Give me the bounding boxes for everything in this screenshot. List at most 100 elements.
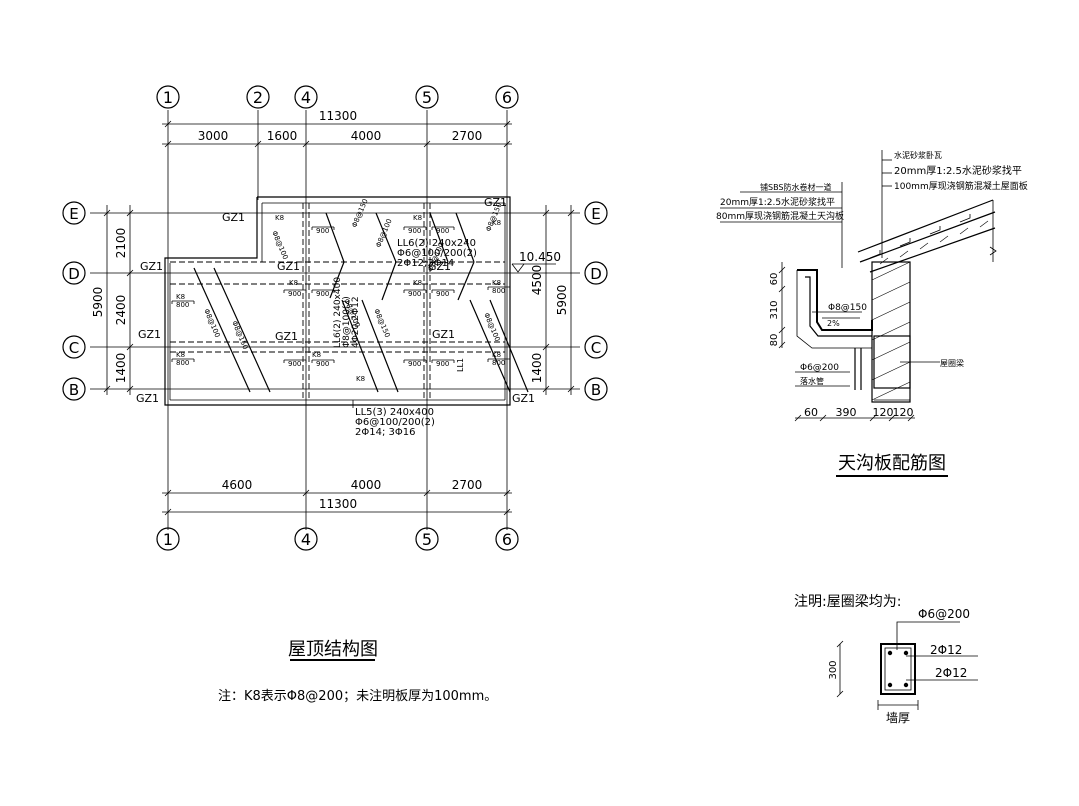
axis-label-c-left: C [69, 339, 79, 357]
roof-slope [857, 199, 997, 273]
axis-label-5-bottom: 5 [422, 530, 432, 549]
axis-label-e-left: E [69, 205, 78, 223]
diagonal-beams [193, 212, 529, 393]
column-label: GZ1 [432, 328, 455, 341]
dim-left-overall: 5900 [91, 287, 105, 318]
k8-marker: K8 [176, 293, 185, 301]
len-marker: 900 [288, 290, 301, 298]
beam-callout-ll5: LL5(3) 240x400 Φ6@100/200(2) 2Φ14; 3Φ16 [352, 400, 435, 438]
len-marker: 900 [408, 227, 421, 235]
gutter-bottom-dims: 60 390 120 120 [794, 406, 915, 422]
dim-right-2: 1400 [530, 353, 544, 384]
layer-callouts-top: 水泥砂浆卧瓦 20mm厚1:2.5水泥砂浆找平 100mm厚现浇钢筋混凝土屋面板 [881, 150, 1028, 258]
axis-label-b-right: B [591, 381, 601, 399]
layer-callouts-left: 铺SBS防水卷材一道 20mm厚1:2.5水泥砂浆找平 80mm厚现浇钢筋混凝土… [716, 182, 844, 268]
axis-label-e-right: E [591, 205, 600, 223]
len-marker: 800 [176, 359, 189, 367]
dim-top-2: 1600 [267, 129, 298, 143]
column-label: GZ1 [277, 260, 300, 273]
ll5-line-1: LL5(3) 240x400 [355, 407, 434, 418]
len-marker: 900 [408, 290, 421, 298]
elevation-value: 10.450 [519, 250, 561, 264]
bottom-dimensions: 4600 4000 2700 11300 [162, 478, 512, 516]
ll5-line-2: Φ6@100/200(2) [355, 417, 435, 428]
dim-top-1: 3000 [198, 129, 229, 143]
dim-left-1: 2100 [114, 228, 128, 259]
k8-marker: K8 [289, 279, 298, 287]
ll6-line-3: 2Φ12;3Φ14 [397, 258, 454, 269]
axis-label-1-top: 1 [163, 88, 173, 107]
axis-label-6-top: 6 [502, 88, 512, 107]
k8-marker: K8 [492, 219, 501, 227]
ll5-line-3: 2Φ14; 3Φ16 [355, 427, 415, 438]
drain-label: 落水管 [800, 376, 824, 386]
beam-callout-ll6: LL6(2) 240x240 Φ6@100/200(2) 2Φ12;3Φ14 [397, 238, 477, 269]
slab-rebar-markers: K8 900 K8 900 900 K8 K8 800 K8 900 900 K… [176, 214, 505, 383]
dim-left-2: 2400 [114, 295, 128, 326]
column-label: GZ1 [138, 328, 161, 341]
dim-bottom-3: 2700 [452, 478, 483, 492]
k8-marker: K8 [176, 351, 185, 359]
k8-marker: K8 [492, 351, 501, 359]
axis-bubbles-bottom: 1 4 5 6 [156, 527, 519, 551]
dim-left-3: 1400 [114, 353, 128, 384]
len-marker: 800 [492, 287, 505, 295]
len-marker: 900 [436, 227, 449, 235]
axis-label-b-left: B [69, 381, 79, 399]
layer-left-2: 20mm厚1:2.5水泥砂浆找平 [720, 196, 835, 208]
column-label: GZ1 [140, 260, 163, 273]
column-label: GZ1 [275, 330, 298, 343]
roof-plan: 1 2 4 5 6 1 4 5 6 E D C B E D C B [62, 85, 608, 704]
column-label: GZ1 [428, 260, 451, 273]
axis-bubbles-top: 1 2 4 5 6 [156, 85, 519, 109]
len-marker: 800 [176, 301, 189, 309]
beam-top-bars: 2Φ12 [930, 643, 962, 657]
ll6-line-1: LL6(2) 240x240 [397, 238, 476, 249]
gutter-dim-80: 80 [769, 334, 780, 347]
bar-label-2: Φ8@150 [230, 320, 249, 351]
k8-marker: K8 [312, 351, 321, 359]
ll6-line-2: Φ6@100/200(2) [397, 248, 477, 259]
slab-outline [164, 196, 511, 406]
gutter-dim-60: 60 [769, 273, 780, 286]
elevation-mark: 10.450 [511, 250, 561, 273]
dim-bottom-overall: 11300 [319, 497, 357, 511]
column-label: GZ1 [136, 392, 159, 405]
len-marker: 800 [492, 359, 505, 367]
right-dimensions: 4500 1400 5900 [530, 205, 575, 395]
len-marker: 900 [316, 227, 329, 235]
axis-label-c-right: C [591, 339, 601, 357]
dim-top-4: 2700 [452, 129, 483, 143]
gutter-dim-310: 310 [769, 300, 780, 319]
gutter-bar-bottom: Φ6@200 [800, 363, 839, 373]
beam-width-label: 墙厚 [886, 711, 910, 725]
len-marker: 900 [408, 360, 421, 368]
k8-marker: K8 [492, 279, 501, 287]
dim-top-3: 4000 [351, 129, 382, 143]
llv-line-3: 4Φ20;2Φ12 [351, 296, 361, 348]
gutter-dim-b4: 120 [893, 406, 914, 419]
gutter-dim-b2: 390 [836, 406, 857, 419]
layer-top-3: 100mm厚现浇钢筋混凝土屋面板 [894, 180, 1028, 192]
len-marker: 900 [316, 360, 329, 368]
dim-right-1: 4500 [530, 265, 544, 296]
ll1-label: LL1 [456, 358, 465, 372]
k8-marker: K8 [413, 279, 422, 287]
bar-label-7: Φ8@100 [374, 218, 393, 249]
ring-beam-note: 注明:屋圈梁均为: [794, 594, 901, 610]
beam-height: 300 [828, 660, 839, 679]
plan-note: 注：K8表示Φ8@200；未注明板厚为100mm。 [218, 689, 497, 704]
wall-section [871, 261, 911, 403]
llv-line-2: Φ8@100(2) [342, 296, 352, 348]
grid-axis-lines [90, 110, 580, 530]
gutter-bar-top: Φ8@150 [828, 303, 867, 313]
left-dimensions: 5900 2100 2400 1400 [91, 205, 134, 395]
layer-left-1: 铺SBS防水卷材一道 [760, 182, 832, 192]
column-labels: GZ1 GZ1 GZ1 GZ1 GZ1 GZ1 GZ1 GZ1 GZ1 GZ1 [136, 196, 535, 405]
gutter-title: 天沟板配筋图 [838, 453, 946, 474]
bar-label-8: Φ8@100 [270, 230, 289, 261]
axis-label-2-top: 2 [253, 88, 263, 107]
column-label: GZ1 [484, 196, 507, 209]
ring-beam-label: 屋圈梁 [940, 359, 964, 368]
